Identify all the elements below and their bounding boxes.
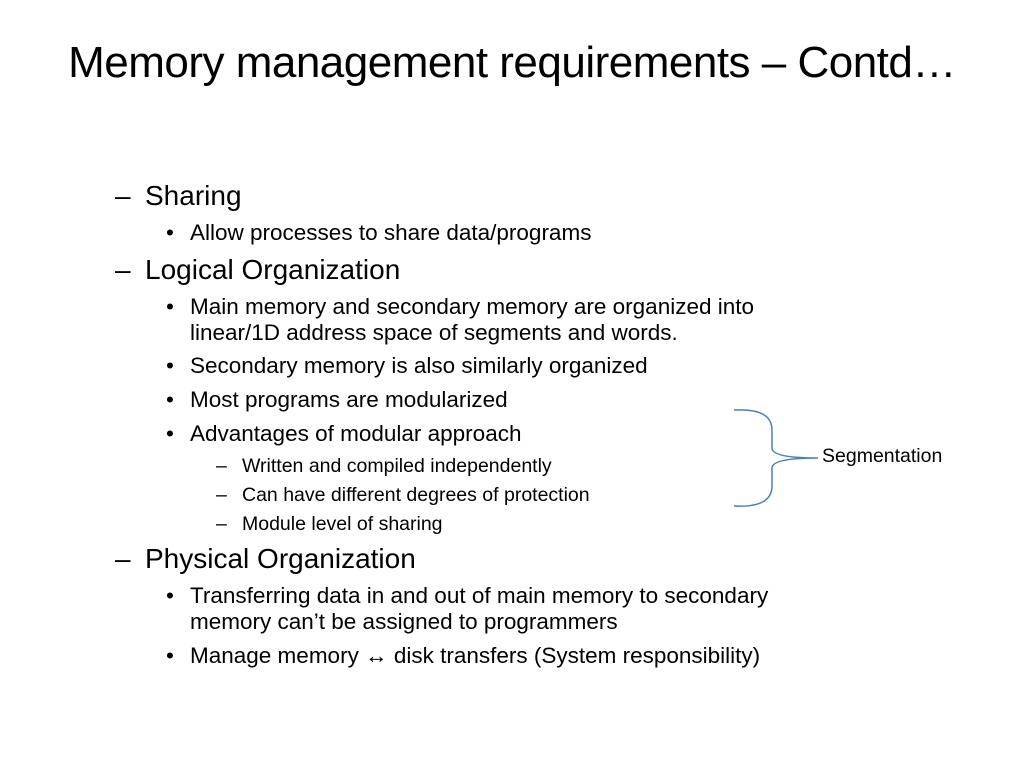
- dot-marker: •: [166, 294, 174, 319]
- bullet-text: Main memory and secondary memory are org…: [190, 294, 755, 319]
- bullet-allow-processes: • Allow processes to share data/programs: [166, 220, 592, 246]
- bullet-text: Sharing: [145, 180, 242, 211]
- bullet-sharing: – Sharing: [115, 180, 242, 212]
- dot-marker: •: [166, 643, 174, 668]
- bullet-logical-organization: – Logical Organization: [115, 254, 401, 286]
- dot-marker: •: [166, 220, 174, 245]
- slide-title: Memory management requirements – Contd…: [68, 38, 956, 87]
- dot-marker: •: [166, 421, 174, 446]
- bullet-text: Allow processes to share data/programs: [190, 220, 592, 245]
- bullet-main-memory: • Main memory and secondary memory are o…: [166, 294, 755, 346]
- bullet-protection: – Can have different degrees of protecti…: [216, 483, 590, 507]
- bullet-text-continued: linear/1D address space of segments and …: [190, 320, 678, 345]
- segmentation-label: Segmentation: [822, 445, 943, 467]
- bullet-text: Manage memory ↔ disk transfers (System r…: [190, 643, 761, 668]
- dash-marker: –: [216, 513, 227, 535]
- bullet-secondary-memory: • Secondary memory is also similarly org…: [166, 353, 648, 379]
- bullet-transferring-data: • Transferring data in and out of main m…: [166, 583, 769, 635]
- bullet-text: Secondary memory is also similarly organ…: [190, 353, 648, 378]
- right-brace-icon: [733, 409, 819, 507]
- dash-marker: –: [115, 180, 131, 211]
- dot-marker: •: [166, 583, 174, 608]
- bullet-text: Module level of sharing: [242, 513, 443, 535]
- bullet-advantages: • Advantages of modular approach: [166, 421, 522, 447]
- bullet-text: Written and compiled independently: [242, 455, 552, 477]
- dash-marker: –: [216, 484, 227, 506]
- bullet-text: Most programs are modularized: [190, 387, 508, 412]
- bullet-text: Can have different degrees of protection: [242, 484, 590, 506]
- dot-marker: •: [166, 353, 174, 378]
- bullet-module-sharing: – Module level of sharing: [216, 512, 443, 536]
- bullet-manage-memory: • Manage memory ↔ disk transfers (System…: [166, 643, 761, 669]
- bullet-written-compiled: – Written and compiled independently: [216, 454, 552, 478]
- bullet-text: Advantages of modular approach: [190, 421, 522, 446]
- dash-marker: –: [115, 254, 131, 285]
- bullet-text-continued: memory can’t be assigned to programmers: [190, 609, 618, 634]
- bullet-text: Transferring data in and out of main mem…: [190, 583, 769, 608]
- bullet-text: Logical Organization: [145, 254, 401, 285]
- dot-marker: •: [166, 387, 174, 412]
- bullet-physical-organization: – Physical Organization: [115, 543, 416, 575]
- bullet-text: Physical Organization: [145, 543, 416, 574]
- bullet-modularized: • Most programs are modularized: [166, 387, 508, 413]
- dash-marker: –: [115, 543, 131, 574]
- dash-marker: –: [216, 455, 227, 477]
